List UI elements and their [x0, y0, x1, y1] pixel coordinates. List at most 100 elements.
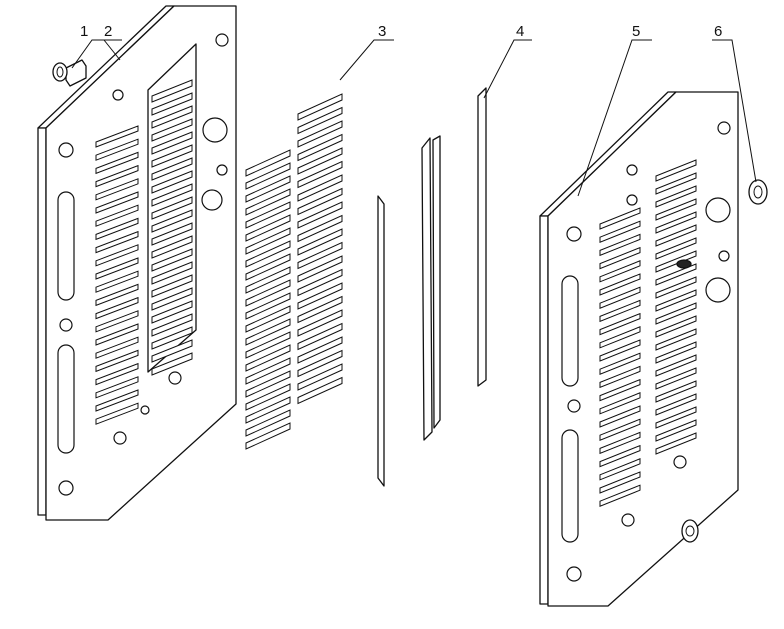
- spring-strip-4: [477, 87, 487, 387]
- reed-tongue: [297, 174, 343, 202]
- reed-tongue: [297, 376, 343, 405]
- slot: [655, 263, 697, 286]
- reed: [151, 287, 193, 311]
- callout-3: 3: [378, 23, 386, 40]
- reed: [151, 92, 193, 116]
- reed-tongue: [297, 349, 343, 378]
- slot: [655, 172, 697, 195]
- nut-upper: [748, 179, 768, 205]
- slot: [599, 312, 641, 336]
- reed-tongue: [297, 322, 343, 351]
- reed: [151, 131, 193, 155]
- slot: [655, 393, 697, 416]
- slot: [655, 354, 697, 377]
- callout-6: 6: [714, 23, 722, 40]
- callout-1: 1: [80, 23, 88, 40]
- reed-tongue: [297, 93, 343, 121]
- slot: [95, 204, 139, 227]
- reed: [151, 274, 193, 298]
- reed-tongue: [297, 187, 343, 216]
- reed-tongue: [297, 160, 343, 189]
- callout-2: 2: [104, 23, 112, 40]
- slot: [599, 352, 641, 375]
- slot: [95, 151, 139, 175]
- slot: [655, 315, 697, 338]
- slot: [655, 224, 697, 247]
- slot: [95, 336, 139, 359]
- slot: [599, 418, 641, 441]
- slot: [95, 217, 139, 241]
- slot: [599, 246, 641, 270]
- slot: [95, 376, 139, 399]
- reed: [151, 326, 193, 350]
- reed-tongue: [297, 106, 343, 135]
- reed: [151, 170, 193, 194]
- reed: [151, 209, 193, 233]
- reed-tongue: [245, 331, 291, 359]
- slot: [599, 471, 641, 494]
- reed: [151, 248, 193, 272]
- reed-tongue: [245, 383, 291, 411]
- reed-tongue: [245, 344, 291, 372]
- reed-tongue: [297, 363, 343, 391]
- slot: [655, 159, 697, 182]
- reed-tongue: [245, 253, 291, 281]
- reed-tongue: [245, 162, 291, 190]
- slot: [599, 273, 641, 296]
- slot: [599, 484, 641, 507]
- reed-tongue: [297, 120, 343, 148]
- slot: [95, 362, 139, 386]
- slot: [655, 419, 697, 442]
- reed-tongue: [297, 241, 343, 270]
- slot: [95, 230, 139, 254]
- slot: [599, 286, 641, 309]
- reed-tongue: [245, 292, 291, 320]
- right-valve-plate: [539, 91, 739, 607]
- left-plate-reed-array: [151, 79, 193, 376]
- slot: [95, 178, 139, 201]
- reed-tongue: [297, 228, 343, 256]
- slot: [655, 432, 697, 455]
- slot: [599, 405, 641, 428]
- reed-tongue: [245, 201, 291, 229]
- slot: [599, 326, 641, 349]
- slot: [95, 349, 139, 373]
- slot: [599, 431, 641, 455]
- reed: [151, 261, 193, 285]
- right-plate-slot-array-a: [599, 207, 641, 507]
- slot: [599, 260, 641, 283]
- slot: [599, 444, 641, 468]
- slot: [599, 207, 641, 230]
- slot: [95, 244, 139, 267]
- slot: [655, 380, 697, 403]
- slot: [655, 328, 697, 351]
- reed: [151, 196, 193, 220]
- spring-strip-1: [377, 195, 385, 487]
- slot: [655, 185, 697, 208]
- reed: [151, 339, 193, 363]
- slot: [655, 211, 697, 234]
- reed: [151, 144, 193, 168]
- slot: [599, 233, 641, 257]
- slot: [95, 270, 139, 293]
- slot: [95, 164, 139, 188]
- reed-tongue: [297, 201, 343, 229]
- reed: [151, 313, 193, 337]
- slot: [655, 276, 697, 299]
- slot: [95, 257, 139, 280]
- reed-tongue: [245, 370, 291, 398]
- slot: [599, 299, 641, 323]
- reed: [151, 352, 193, 376]
- reed-tongue: [245, 149, 291, 177]
- right-plate-slot-array-b: [655, 159, 697, 455]
- reed-tongue: [245, 422, 291, 450]
- reed-tongue: [297, 255, 343, 283]
- callout-leaders: [71, 39, 757, 197]
- slot: [655, 237, 697, 260]
- slot: [655, 341, 697, 364]
- slot: [599, 220, 641, 243]
- reed-tongue: [245, 357, 291, 385]
- reed-tongue: [245, 175, 291, 203]
- callout-5: 5: [632, 23, 640, 40]
